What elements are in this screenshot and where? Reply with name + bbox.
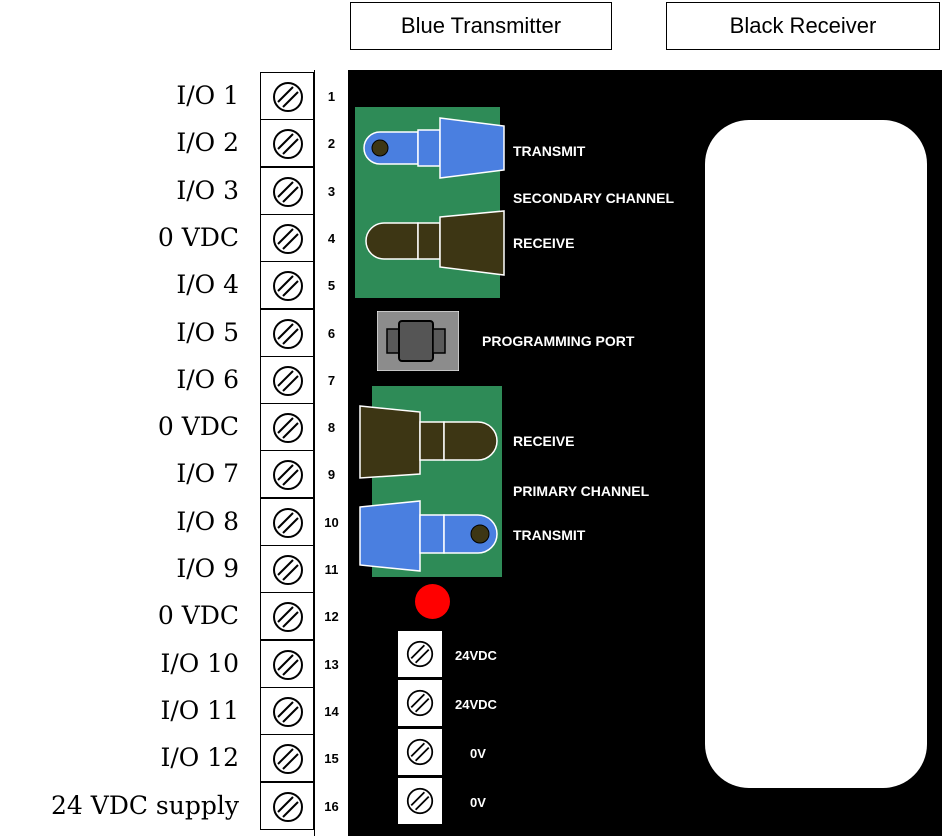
pin-number: 11 — [324, 562, 339, 577]
screw-icon — [272, 223, 304, 255]
terminal-screw-cell — [260, 308, 314, 357]
screw-icon — [272, 696, 304, 728]
terminal-screw-cell — [260, 781, 314, 830]
terminal-screw-cell — [260, 497, 314, 546]
terminal-screw-cell — [260, 355, 314, 404]
terminal-screw-cell — [260, 213, 314, 262]
pin-number: 16 — [324, 798, 339, 814]
pin-number-column — [314, 70, 349, 836]
terminal-label: I/O 9 — [176, 554, 239, 583]
terminal-screw-cell — [260, 119, 314, 168]
pin-number: 13 — [324, 656, 339, 672]
screw-icon — [272, 649, 304, 681]
terminal-label: I/O 8 — [176, 506, 239, 536]
terminal-label: I/O 10 — [160, 648, 239, 678]
power-terminal-label: 0V — [470, 795, 486, 810]
terminal-label: 0 VDC — [157, 412, 239, 442]
pin-number: 9 — [327, 467, 336, 483]
pin-number: 5 — [327, 278, 336, 294]
terminal-screw-cell — [260, 450, 314, 499]
screw-icon — [406, 640, 434, 668]
terminal-label: I/O 2 — [176, 128, 239, 158]
terminal-label: I/O 5 — [176, 317, 239, 347]
primary-transmit-label: TRANSMIT — [513, 527, 586, 543]
terminal-label: I/O 3 — [176, 175, 239, 205]
terminal-screw-cell — [260, 166, 314, 215]
terminal-label: 24 VDC supply — [51, 790, 239, 820]
primary-receive-label: RECEIVE — [513, 433, 575, 449]
terminal-screw-cell — [260, 639, 314, 688]
terminal-label: I/O 7 — [176, 459, 239, 489]
black-receiver-tab[interactable]: Black Receiver — [666, 2, 940, 50]
secondary-transmit-label: TRANSMIT — [513, 143, 586, 159]
terminal-screw-cell — [260, 686, 314, 735]
screw-icon — [272, 128, 304, 160]
primary-receive-connector[interactable] — [356, 400, 506, 482]
blue-transmitter-tab[interactable]: Blue Transmitter — [350, 2, 612, 50]
power-terminal-label: 24VDC — [455, 697, 497, 712]
screw-icon — [272, 791, 304, 823]
terminal-screw-cell — [260, 403, 314, 452]
terminal-screw-cell — [260, 261, 314, 310]
terminal-label: I/O 12 — [160, 743, 239, 773]
screw-icon — [272, 554, 304, 586]
screw-icon — [406, 738, 434, 766]
pin-number: 6 — [327, 325, 336, 341]
screw-icon — [272, 365, 304, 397]
pin-number: 3 — [327, 183, 336, 199]
power-terminal-label: 0V — [470, 746, 486, 761]
screw-icon — [272, 270, 304, 302]
secondary-receive-label: RECEIVE — [513, 235, 575, 251]
pin-number: 12 — [324, 609, 339, 625]
secondary-receive-connector[interactable] — [358, 205, 508, 283]
screw-icon — [272, 459, 304, 491]
screw-icon — [272, 601, 304, 633]
pin-number: 14 — [324, 703, 339, 719]
screw-icon — [272, 318, 304, 350]
receiver-display-window — [705, 120, 927, 788]
terminal-screw-cell — [260, 545, 314, 593]
primary-channel-label: PRIMARY CHANNEL — [513, 483, 650, 499]
screw-icon — [272, 743, 304, 775]
screw-icon — [272, 81, 304, 113]
programming-port-label: PROGRAMMING PORT — [482, 333, 635, 349]
secondary-transmit-port-hole — [371, 139, 389, 157]
primary-transmit-connector[interactable] — [356, 495, 506, 577]
primary-transmit-port-hole — [470, 524, 490, 544]
power-terminal-cell — [397, 777, 443, 825]
pin-number: 8 — [327, 420, 336, 436]
pin-number: 7 — [327, 372, 336, 388]
status-led — [415, 584, 450, 619]
terminal-label: 0 VDC — [157, 601, 239, 631]
terminal-label: I/O 11 — [160, 695, 239, 725]
power-terminal-label: 24VDC — [455, 648, 497, 663]
screw-icon — [272, 176, 304, 208]
secondary-transmit-connector[interactable] — [358, 112, 508, 190]
screw-icon — [272, 412, 304, 444]
pin-number: 1 — [327, 89, 336, 104]
screw-icon — [406, 689, 434, 717]
terminal-screw-cell — [260, 734, 314, 783]
pin-number: 10 — [324, 514, 339, 530]
power-terminal-cell — [397, 630, 443, 678]
terminal-screw-cell — [260, 592, 314, 641]
secondary-channel-label: SECONDARY CHANNEL — [513, 190, 675, 206]
pin-number: 2 — [327, 136, 336, 152]
terminal-label: 0 VDC — [157, 222, 239, 252]
power-terminal-cell — [397, 728, 443, 776]
terminal-label: I/O 1 — [176, 81, 239, 110]
pin-number: 4 — [327, 230, 336, 246]
power-terminal-cell — [397, 679, 443, 727]
screw-icon — [406, 787, 434, 815]
terminal-label: I/O 6 — [176, 364, 239, 394]
terminal-label: I/O 4 — [176, 270, 239, 300]
screw-icon — [272, 507, 304, 539]
pin-number: 15 — [324, 751, 339, 767]
programming-port[interactable] — [377, 311, 459, 371]
terminal-screw-cell — [260, 72, 314, 120]
